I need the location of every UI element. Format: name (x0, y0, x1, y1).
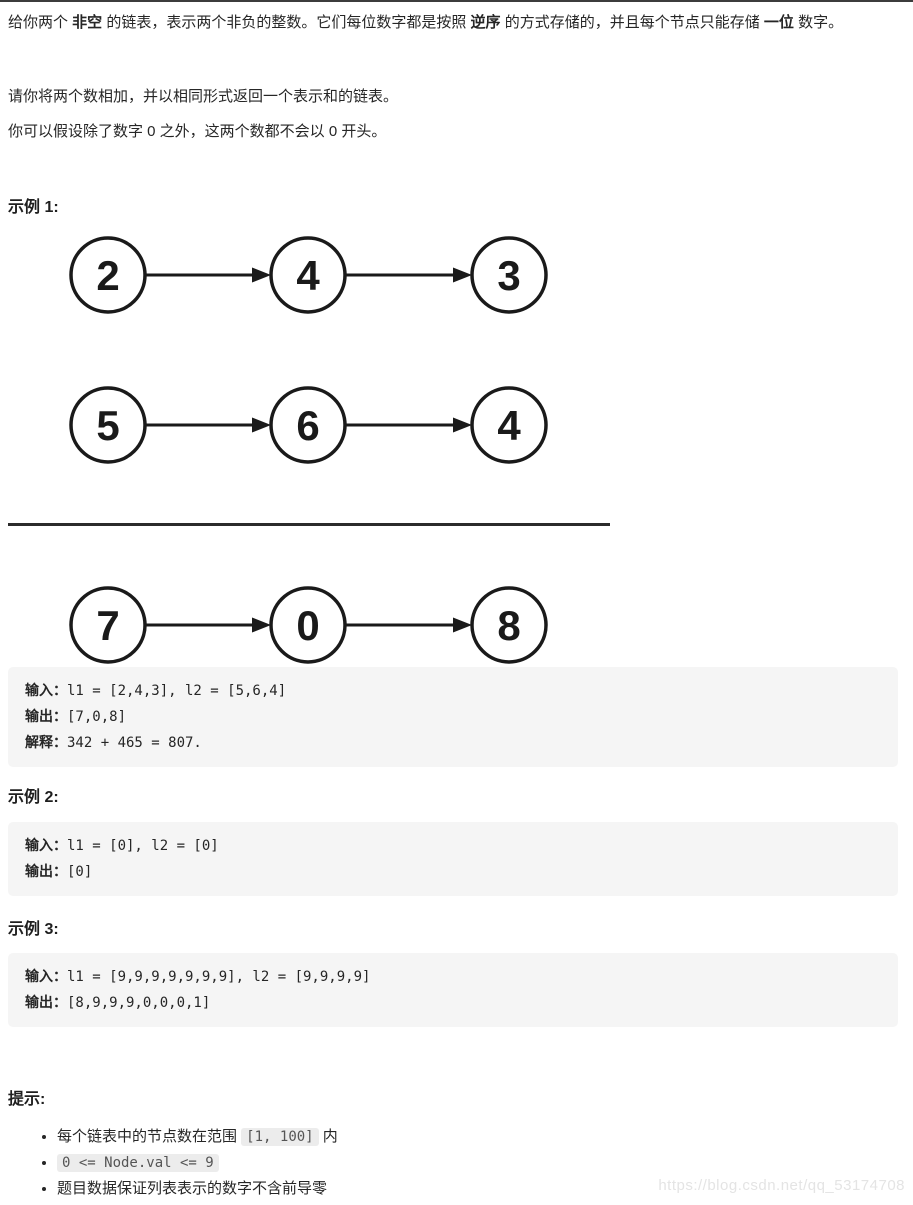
linked-list-diagram-l2: 5 6 4 (69, 386, 548, 464)
io-line-input: 输入：l1 = [9,9,9,9,9,9,9], l2 = [9,9,9,9] (25, 964, 883, 990)
example-2-heading: 示例 2: (8, 789, 59, 806)
output-value: [7,0,8] (67, 709, 127, 725)
node-value: 0 (296, 602, 319, 649)
node-value: 5 (96, 402, 119, 449)
top-divider (0, 0, 913, 2)
list-node-circle (470, 386, 548, 464)
arrow-head-icon (453, 617, 472, 633)
statement-bold-single-digit: 一位 (763, 14, 794, 31)
assumption-paragraph: 你可以假设除了数字 0 之外，这两个数都不会以 0 开头。 (8, 123, 387, 140)
io-line-input: 输入：l1 = [2,4,3], l2 = [5,6,4] (25, 678, 883, 704)
statement-bold-non-empty: 非空 (72, 14, 103, 31)
hint-text: 题目数据保证列表表示的数字不含前导零 (57, 1180, 328, 1197)
node-value: 4 (497, 402, 521, 449)
task-paragraph: 请你将两个数相加，并以相同形式返回一个表示和的链表。 (8, 88, 399, 105)
hints-list: 每个链表中的节点数在范围 [1, 100] 内 0 <= Node.val <=… (8, 1124, 888, 1202)
node-value: 6 (296, 402, 319, 449)
node-value: 3 (497, 252, 520, 299)
list-node-circle (69, 386, 147, 464)
output-label: 输出： (25, 995, 67, 1011)
input-label: 输入： (25, 969, 67, 985)
hint-item-no-leading-zeros: 题目数据保证列表表示的数字不含前导零 (57, 1176, 888, 1202)
list-node-circle (269, 386, 347, 464)
example-2-io-block: 输入：l1 = [0], l2 = [0] 输出：[0] (8, 822, 898, 896)
io-line-explanation: 解释：342 + 465 = 807. (25, 730, 883, 756)
arrow-head-icon (453, 417, 472, 433)
list-node-circle (269, 236, 347, 314)
input-value: l1 = [0], l2 = [0] (67, 838, 219, 854)
node-value: 8 (497, 602, 520, 649)
statement-bold-reverse-order: 逆序 (470, 14, 501, 31)
statement-text: 给你两个 (8, 14, 73, 31)
arrow-head-icon (453, 267, 472, 283)
input-label: 输入： (25, 838, 67, 854)
io-line-output: 输出：[0] (25, 859, 883, 885)
linked-list-diagram-l1: 2 4 3 (69, 236, 548, 314)
linked-list-diagram-sum: 7 0 8 (69, 586, 548, 664)
example-1-heading: 示例 1: (8, 199, 59, 216)
sum-divider-line (8, 523, 610, 526)
hint-inline-code: 0 <= Node.val <= 9 (57, 1154, 219, 1172)
statement-text: 的链表，表示两个非负的整数。它们每位数字都是按照 (102, 14, 471, 31)
output-value: [8,9,9,9,0,0,0,1] (67, 995, 211, 1011)
explanation-label: 解释： (25, 735, 67, 751)
csdn-watermark: https://blog.csdn.net/qq_53174708 (658, 1177, 905, 1194)
arrow-head-icon (252, 417, 271, 433)
hint-inline-code: [1, 100] (241, 1128, 319, 1146)
statement-text: 数字。 (793, 14, 844, 31)
list-node-circle (69, 236, 147, 314)
input-value: l1 = [9,9,9,9,9,9,9], l2 = [9,9,9,9] (67, 969, 371, 985)
problem-statement-paragraph: 给你两个 非空 的链表，表示两个非负的整数。它们每位数字都是按照 逆序 的方式存… (8, 10, 898, 36)
io-line-output: 输出：[8,9,9,9,0,0,0,1] (25, 990, 883, 1016)
input-label: 输入： (25, 683, 67, 699)
arrow-head-icon (252, 267, 271, 283)
arrow-head-icon (252, 617, 271, 633)
io-line-output: 输出：[7,0,8] (25, 704, 883, 730)
hint-item-node-count: 每个链表中的节点数在范围 [1, 100] 内 (57, 1124, 888, 1150)
example-1-io-block: 输入：l1 = [2,4,3], l2 = [5,6,4] 输出：[7,0,8]… (8, 667, 898, 767)
output-label: 输出： (25, 709, 67, 725)
statement-text: 的方式存储的，并且每个节点只能存储 (500, 14, 764, 31)
hints-heading: 提示: (8, 1091, 46, 1108)
node-value: 7 (96, 602, 119, 649)
example-3-io-block: 输入：l1 = [9,9,9,9,9,9,9], l2 = [9,9,9,9] … (8, 953, 898, 1027)
hint-item-node-value-range: 0 <= Node.val <= 9 (57, 1150, 888, 1176)
output-label: 输出： (25, 864, 67, 880)
list-node-circle (470, 586, 548, 664)
list-node-circle (470, 236, 548, 314)
hint-text: 每个链表中的节点数在范围 (57, 1128, 242, 1145)
hint-text: 内 (318, 1128, 338, 1145)
output-value: [0] (67, 864, 93, 880)
list-node-circle (69, 586, 147, 664)
node-value: 4 (296, 252, 320, 299)
example-3-heading: 示例 3: (8, 921, 59, 938)
io-line-input: 输入：l1 = [0], l2 = [0] (25, 833, 883, 859)
node-value: 2 (96, 252, 119, 299)
input-value: l1 = [2,4,3], l2 = [5,6,4] (67, 683, 287, 699)
list-node-circle (269, 586, 347, 664)
explanation-value: 342 + 465 = 807. (67, 735, 202, 751)
